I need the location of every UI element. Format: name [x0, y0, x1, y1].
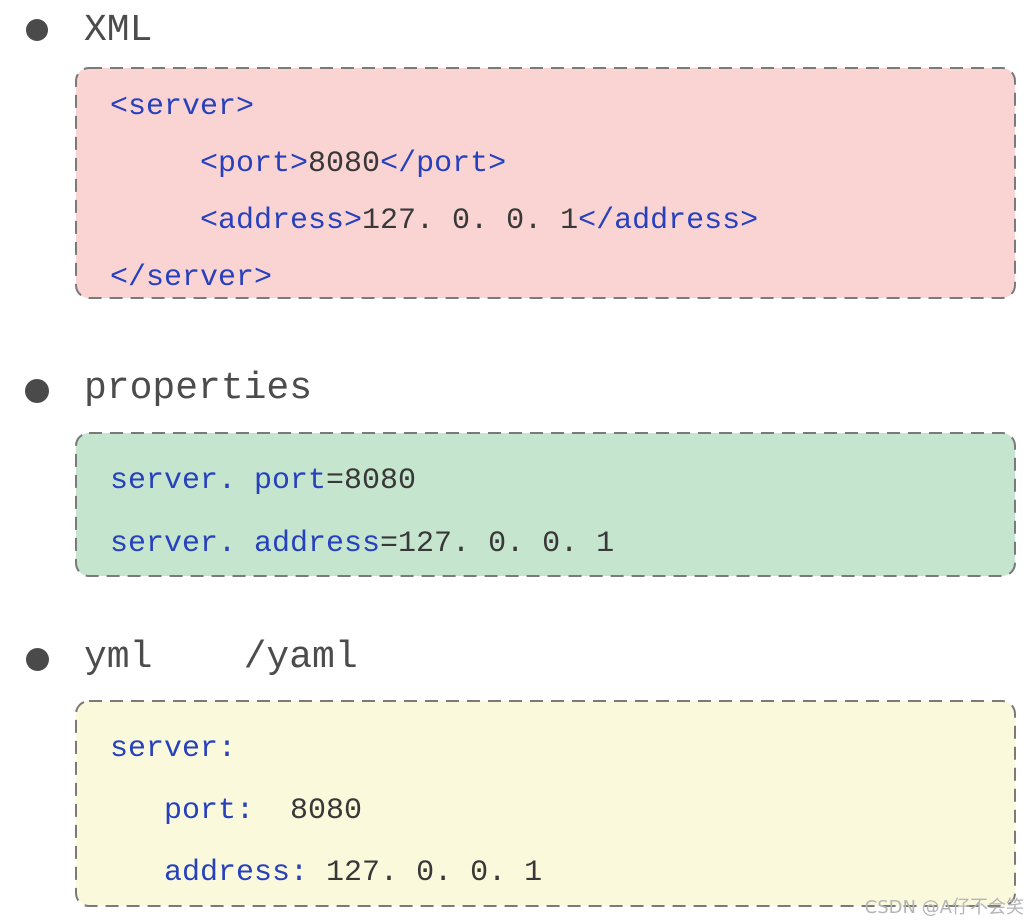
code-key: </port> [380, 147, 507, 181]
code-line: </server> [110, 250, 1016, 307]
xml-code-box: <server> <port>8080</port> <address>127.… [75, 67, 1016, 299]
yml-code-box: server: port: 8080 address: 127. 0. 0. 1 [75, 700, 1016, 907]
code-line: server. port=8080 [110, 450, 1016, 513]
code-line: port: 8080 [110, 780, 1016, 842]
section-heading-properties: properties [84, 367, 313, 410]
code-value: 127. 0. 0. 1 [308, 856, 543, 890]
yml-code-content: server: port: 8080 address: 127. 0. 0. 1 [75, 700, 1016, 907]
bullet-icon [26, 648, 49, 671]
code-line: address: 127. 0. 0. 1 [110, 842, 1016, 904]
xml-code-content: <server> <port>8080</port> <address>127.… [75, 67, 1016, 299]
bullet-icon [25, 379, 49, 403]
code-line: server: [110, 718, 1016, 780]
code-value: =127. 0. 0. 1 [380, 527, 615, 561]
code-line: <port>8080</port> [110, 136, 1016, 193]
code-value: =8080 [326, 464, 417, 498]
dashed-box-outline [75, 432, 1016, 577]
bullet-icon [26, 19, 48, 41]
section-heading-xml: XML [84, 9, 153, 52]
dashed-box-outline [75, 700, 1016, 907]
watermark: CSDN @A仔不会笑 [864, 897, 1024, 918]
code-key: port: [110, 794, 255, 828]
code-key: server. port [110, 464, 327, 498]
code-key: <address> [110, 204, 363, 238]
code-value: 8080 [254, 794, 363, 828]
dashed-box-outline [75, 67, 1016, 299]
code-key: server. address [110, 527, 381, 561]
section-heading-yml: yml /yaml [84, 636, 358, 679]
code-key: <port> [110, 147, 309, 181]
code-line: server. address=127. 0. 0. 1 [110, 513, 1016, 576]
code-key: </address> [578, 204, 759, 238]
code-line: <server> [110, 79, 1016, 136]
code-line: <address>127. 0. 0. 1</address> [110, 193, 1016, 250]
code-key: address: [110, 856, 309, 890]
code-key: <server> [110, 90, 255, 124]
code-value: 127. 0. 0. 1 [362, 204, 579, 238]
code-key: </server> [110, 261, 273, 295]
code-value: 8080 [308, 147, 381, 181]
code-key: server: [110, 732, 237, 766]
